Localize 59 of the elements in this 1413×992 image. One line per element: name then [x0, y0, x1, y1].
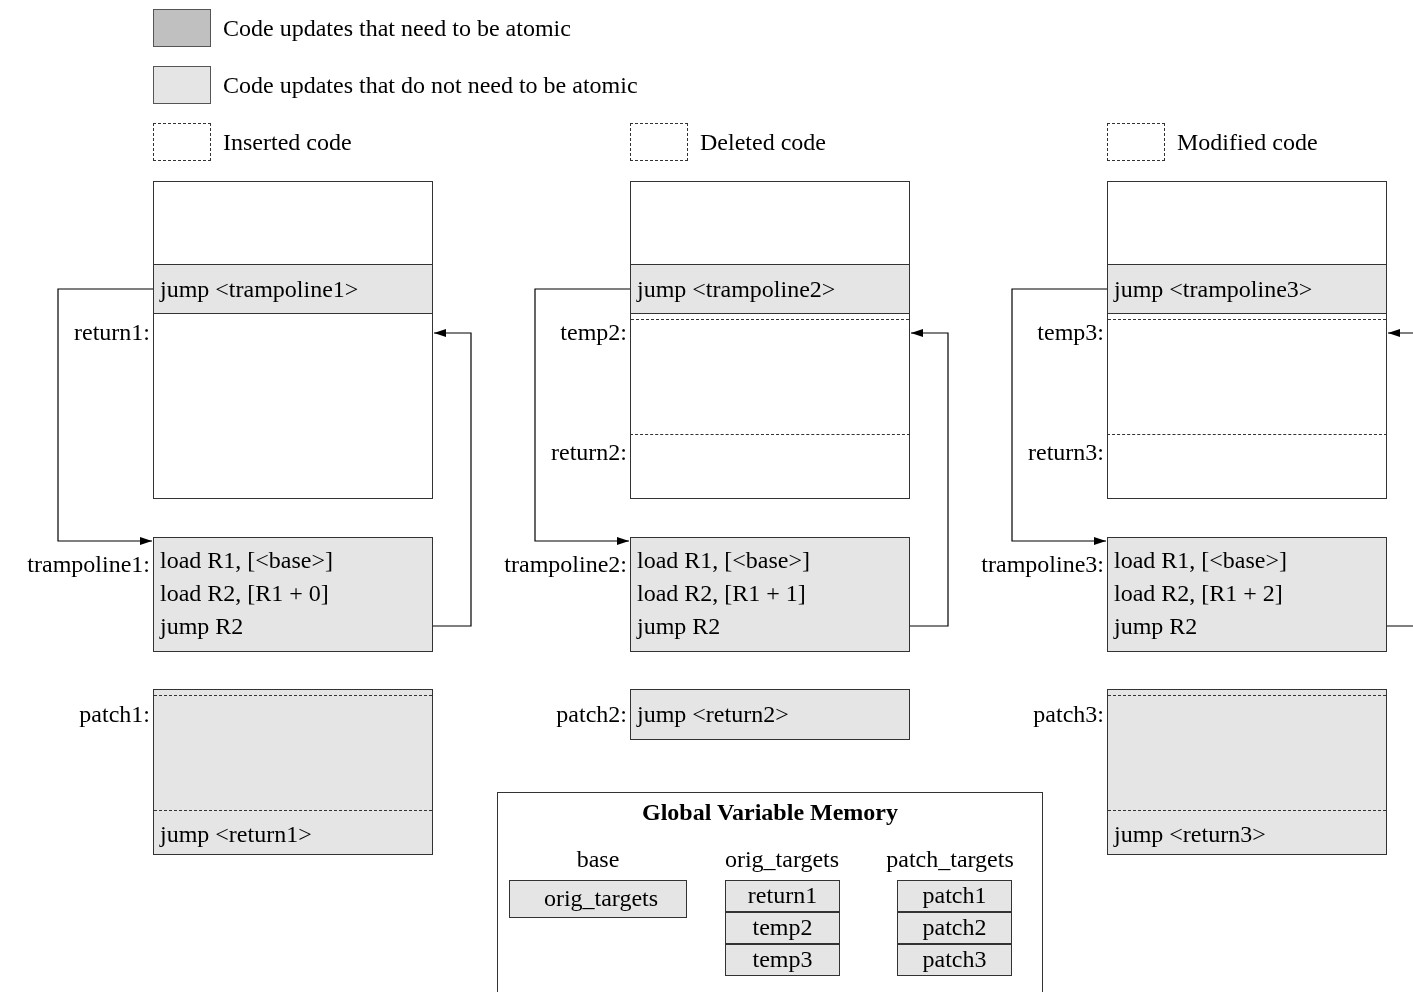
cell-text: patch1: [921, 881, 988, 910]
instruction-row: [1107, 264, 1387, 314]
instruction-text: load R1, [<base>]: [160, 546, 335, 575]
instruction-row: [630, 264, 910, 314]
instruction-text: load R2, [R1 + 2]: [1114, 579, 1284, 608]
address-label: return2:: [551, 439, 627, 466]
panel-title: Global Variable Memory: [641, 798, 899, 826]
memory-cell: [725, 912, 840, 944]
instruction-text: jump <trampoline3>: [1114, 275, 1313, 303]
instruction-text: jump <trampoline1>: [160, 275, 359, 303]
cell-text: patch3: [921, 945, 988, 974]
instruction-text: load R2, [R1 + 0]: [160, 579, 330, 608]
instruction-text: jump R2: [1114, 612, 1199, 641]
instruction-row: [153, 264, 433, 314]
legend-text: Deleted code: [700, 128, 826, 156]
instruction-text: load R1, [<base>]: [1114, 546, 1289, 575]
address-label: return1:: [74, 319, 150, 346]
cell-text: orig_targets: [542, 884, 660, 913]
jump-arrow: [1011, 288, 1108, 545]
address-label: temp3:: [1037, 319, 1104, 346]
address-label: trampoline1:: [27, 550, 150, 579]
column-heading: base: [576, 846, 620, 873]
memory-cell: [725, 880, 840, 912]
instruction-text: jump R2: [160, 612, 245, 641]
address-label: patch1:: [79, 701, 150, 728]
address-label: patch2:: [556, 701, 627, 728]
address-label: temp2:: [560, 319, 627, 346]
memory-cell: [725, 944, 840, 976]
legend-text: Code updates that do not need to be atomic: [223, 71, 638, 99]
cell-text: return1: [746, 881, 819, 910]
instruction-text: jump <return3>: [1114, 821, 1267, 848]
jump-arrow: [57, 288, 154, 545]
memory-cell: [897, 880, 1012, 912]
jump-arrow: [432, 329, 472, 627]
instruction-text: load R2, [R1 + 1]: [637, 579, 807, 608]
column-heading: patch_targets: [886, 846, 1014, 873]
address-label: patch3:: [1033, 701, 1104, 728]
instruction-text: load R1, [<base>]: [637, 546, 812, 575]
memory-cell: [897, 944, 1012, 976]
instruction-text: jump R2: [637, 612, 722, 641]
address-label: trampoline2:: [504, 550, 627, 579]
jump-arrow: [1386, 329, 1413, 627]
address-label: trampoline3:: [981, 550, 1104, 579]
jump-arrow: [534, 288, 631, 545]
instruction-text: jump <return2>: [637, 701, 789, 728]
instruction-text: jump <return1>: [160, 821, 313, 848]
cell-text: patch2: [921, 913, 988, 942]
cell-text: temp2: [751, 913, 814, 942]
legend-text: Modified code: [1177, 128, 1318, 156]
jump-arrow: [909, 329, 949, 627]
legend-text: Inserted code: [223, 128, 352, 156]
address-label: return3:: [1028, 439, 1104, 466]
memory-panel: [497, 792, 1043, 992]
column-heading: orig_targets: [724, 846, 840, 873]
legend-text: Code updates that need to be atomic: [223, 14, 571, 42]
cell-text: temp3: [751, 945, 814, 974]
instruction-text: jump <trampoline2>: [637, 275, 836, 303]
memory-cell: [509, 880, 687, 918]
memory-cell: [897, 912, 1012, 944]
